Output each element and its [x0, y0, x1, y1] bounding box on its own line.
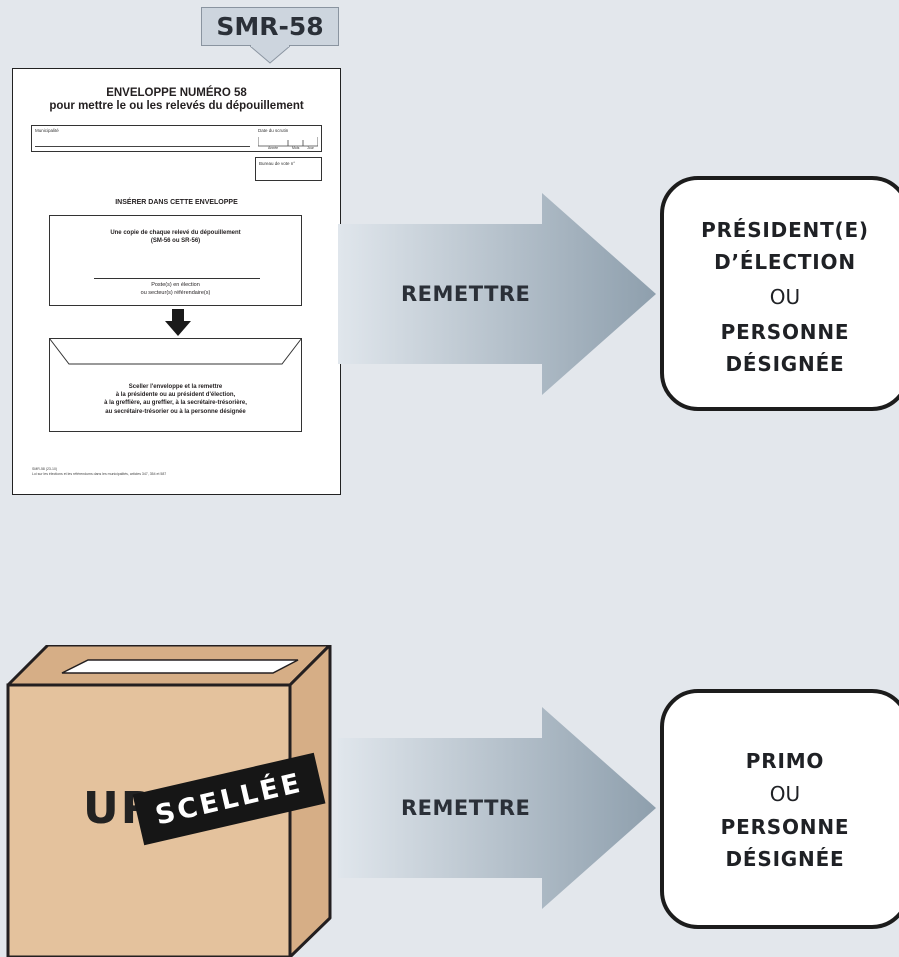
date-boxes [258, 137, 318, 147]
insert-heading: INSÉRER DANS CETTE ENVELOPPE [115, 199, 238, 206]
copy-line-1: Une copie de chaque relevé du dépouillem… [110, 230, 241, 236]
municipality-field: Municipalité Date du scrutin Année Mois … [31, 125, 322, 152]
form-code-label: SMR-58 [216, 12, 324, 41]
date-day-label: Jour [307, 146, 314, 150]
form-footer: SMR-58 (23-10) Loi sur les élections et … [32, 467, 166, 477]
recipient1-line3: PERSONNE [720, 320, 850, 344]
seal-line-4: au secrétaire-trésorier ou à la personne… [105, 408, 246, 415]
recipient-box-2: PRIMO OU PERSONNE DÉSIGNÉE [660, 689, 899, 929]
form-code-tag: SMR-58 [201, 7, 339, 46]
date-year-label: Année [268, 146, 279, 150]
recipient2-line3: DÉSIGNÉE [725, 847, 845, 871]
handover-arrow-1 [338, 193, 656, 395]
date-month-label: Mois [292, 146, 300, 150]
recipient2-line1: PRIMO [745, 749, 825, 773]
recipient1-line1: PRÉSIDENT(E) [701, 218, 869, 242]
down-arrow-icon [165, 309, 191, 336]
footer-code: SMR-58 (23-10) [32, 467, 58, 471]
seal-line-2: à la présidente ou au président d'électi… [115, 392, 236, 399]
footer-law: Loi sur les élections et les référendums… [32, 472, 167, 476]
post-signature-line [94, 278, 260, 279]
copy-text: Une copie de chaque relevé du dépouillem… [50, 229, 301, 245]
envelope-form-document: ENVELOPPE NUMÉRO 58 pour mettre le ou le… [12, 68, 341, 495]
contents-box: Une copie de chaque relevé du dépouillem… [49, 215, 302, 306]
recipient2-or: OU [769, 782, 801, 806]
ballot-slot [61, 659, 299, 674]
recipient1-line2: D’ÉLECTION [714, 250, 856, 274]
date-label: Date du scrutin [258, 128, 289, 133]
envelope-icon [49, 338, 302, 432]
arrow-label-1: REMETTRE [401, 282, 531, 306]
post-line-2: ou secteur(s) référendaire(s) [140, 289, 211, 296]
municipality-label: Municipalité [35, 128, 59, 133]
post-line-1: Poste(s) en élection [151, 282, 200, 288]
municipality-line [35, 146, 250, 147]
seal-line-1: Sceller l'enveloppe et la remettre [128, 384, 223, 390]
seal-instructions: Sceller l'enveloppe et la remettre à la … [49, 383, 302, 416]
polling-station-field: Bureau de vote n° [255, 157, 322, 181]
recipient1-or: OU [769, 285, 801, 309]
arrow-label-2: REMETTRE [401, 796, 531, 820]
polling-station-label: Bureau de vote n° [259, 161, 296, 166]
recipient1-line4: DÉSIGNÉE [725, 352, 845, 376]
form-title: ENVELOPPE NUMÉRO 58 [106, 87, 247, 99]
recipient2-line2: PERSONNE [720, 815, 850, 839]
post-text: Poste(s) en élection ou secteur(s) référ… [50, 282, 301, 297]
seal-line-3: à la greffière, au greffier, à la secrét… [104, 400, 247, 407]
tag-pointer [250, 45, 290, 64]
form-subtitle: pour mettre le ou les relevés du dépouil… [49, 100, 304, 112]
copy-line-2: (SM-56 ou SR-56) [150, 238, 201, 244]
handover-arrow-2 [338, 707, 656, 909]
recipient-box-1: PRÉSIDENT(E) D’ÉLECTION OU PERSONNE DÉSI… [660, 176, 899, 411]
